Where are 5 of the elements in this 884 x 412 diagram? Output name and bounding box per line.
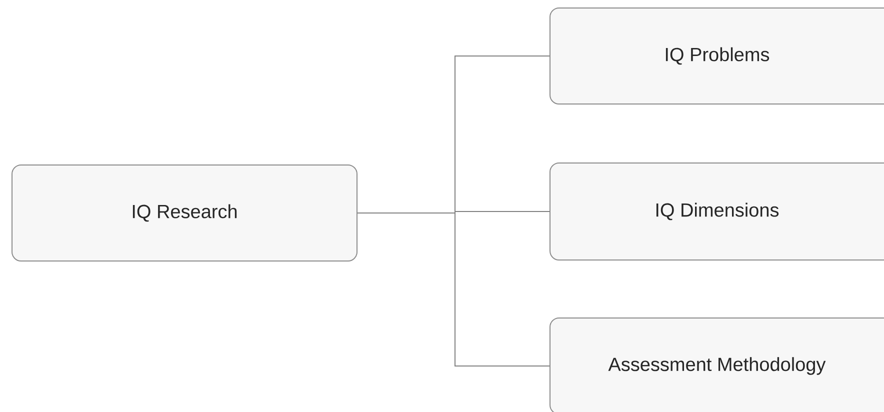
rounded-box: IQ Dimensions	[550, 162, 884, 260]
rounded-box: IQ Problems	[550, 8, 884, 104]
rounded-box: IQ Research	[12, 164, 358, 262]
rounded-box: Assessment Methodology	[550, 317, 884, 412]
connector-line	[357, 212, 550, 366]
